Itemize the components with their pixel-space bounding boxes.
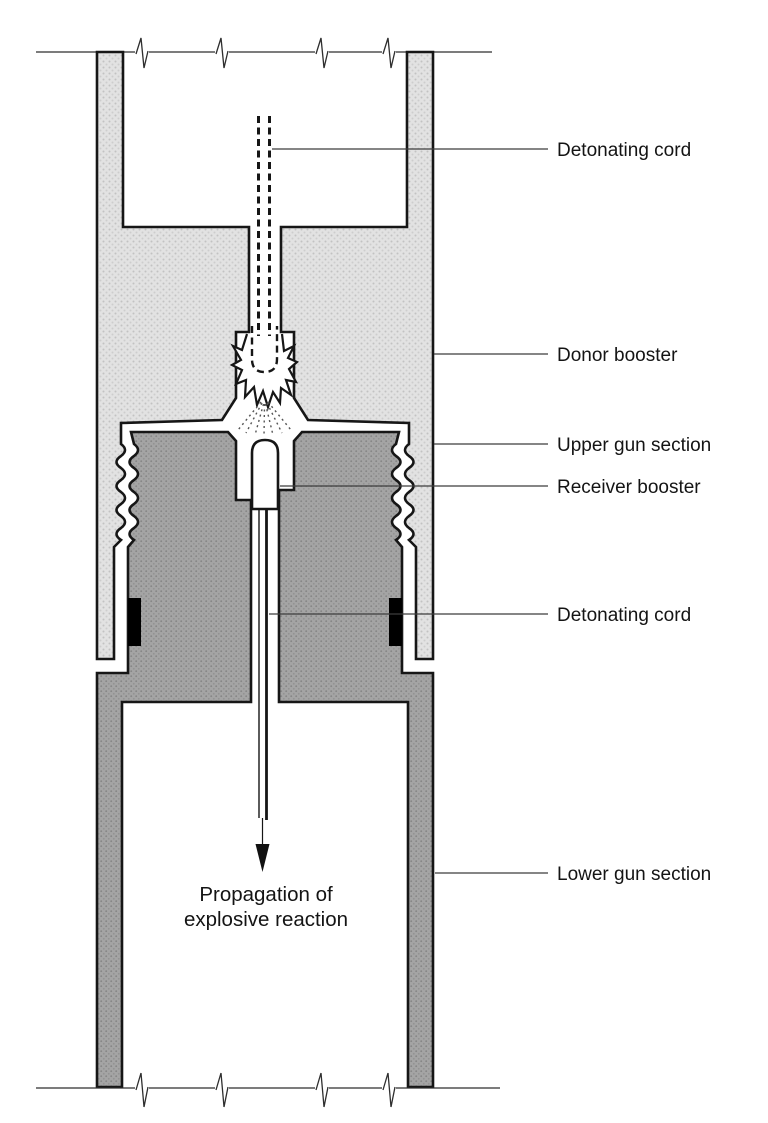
explosion-starburst-outline (229, 333, 300, 411)
label-upper-gun-section: Upper gun section (557, 435, 711, 456)
break-symbol (382, 37, 396, 69)
break-symbol (315, 1072, 329, 1108)
donor-booster-assembly (229, 116, 300, 437)
caption-line-2: explosive reaction (184, 908, 348, 931)
label-donor-booster: Donor booster (557, 345, 678, 366)
lower-gun-left-half (95, 430, 253, 1089)
break-symbol (215, 1072, 229, 1108)
upper-housing-left-half (95, 50, 251, 661)
top-break-line (36, 37, 492, 69)
break-symbol (135, 37, 149, 69)
donor-booster-shell (250, 326, 279, 374)
lower-gun-section-body (95, 430, 435, 1089)
seal-ring-right (389, 598, 402, 646)
break-symbol (315, 37, 329, 69)
propagation-caption: Propagation of explosive reaction (184, 883, 348, 931)
bottom-break-line (36, 1072, 500, 1108)
upper-gun-housing (95, 50, 435, 661)
annotations: Detonating cord Donor booster Upper gun … (557, 140, 711, 885)
break-symbol (135, 1072, 149, 1108)
break-symbol (215, 37, 229, 69)
blast-rays (237, 401, 292, 437)
detonating-cord-lower-assembly (255, 509, 270, 872)
label-lower-gun-section: Lower gun section (557, 864, 711, 885)
caption-line-1: Propagation of (199, 883, 333, 906)
label-detonating-cord-upper: Detonating cord (557, 140, 691, 161)
label-receiver-booster: Receiver booster (557, 477, 701, 498)
seal-ring-left (128, 598, 141, 646)
propagation-arrowhead (255, 844, 270, 872)
label-detonating-cord-lower: Detonating cord (557, 605, 691, 626)
lower-gun-right-half (277, 430, 435, 1089)
break-symbol (382, 1072, 396, 1108)
upper-housing-right-half (279, 50, 435, 661)
receiver-booster-body (250, 438, 280, 511)
